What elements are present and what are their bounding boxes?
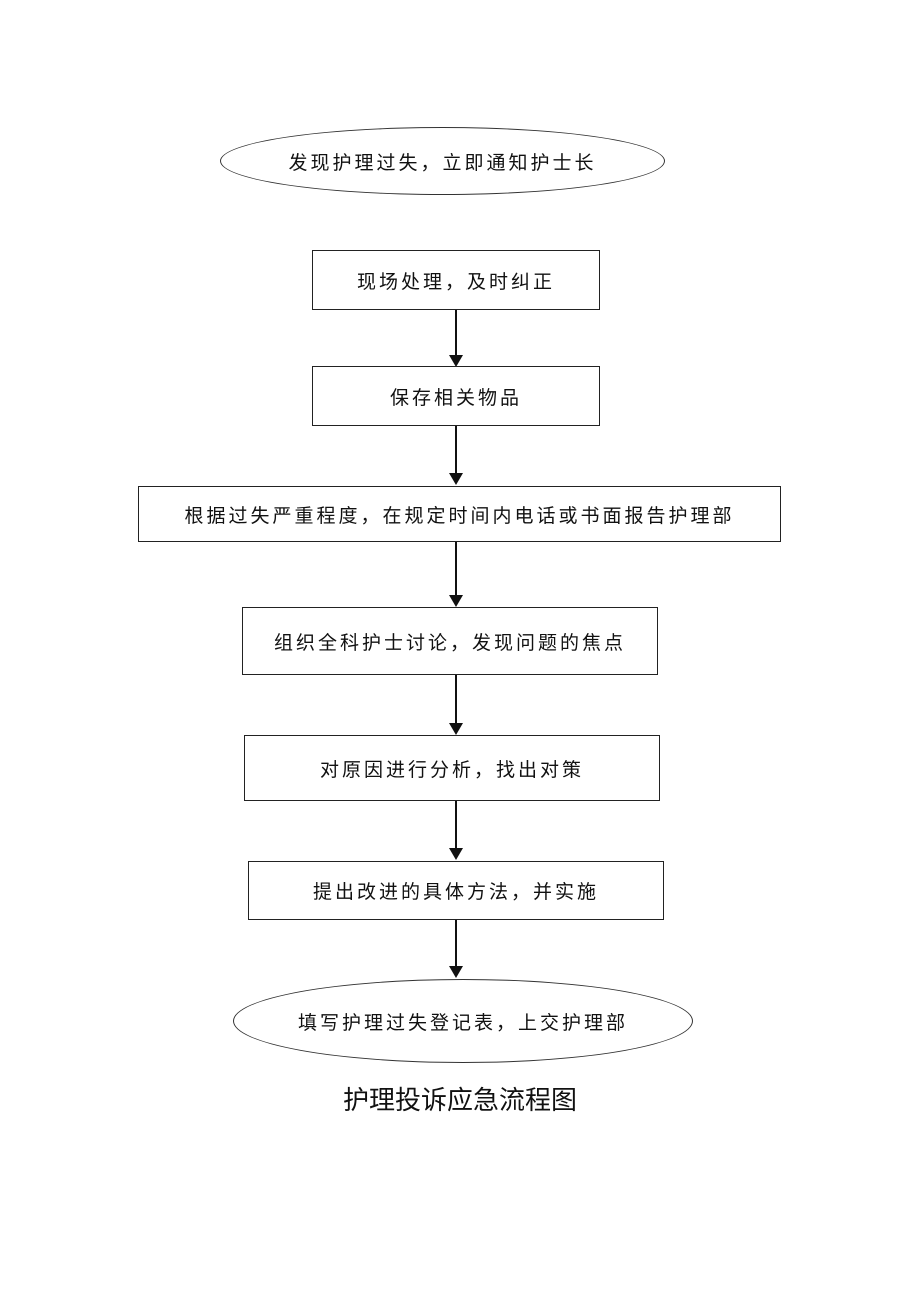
step-box-3: 根据过失严重程度，在规定时间内电话或书面报告护理部 [138,486,781,542]
step-box-5: 对原因进行分析，找出对策 [244,735,660,801]
step-box-4: 组织全科护士讨论，发现问题的焦点 [242,607,658,675]
arrow-1 [449,310,463,367]
step-label-2: 保存相关物品 [389,386,522,409]
step-label-4: 组织全科护士讨论，发现问题的焦点 [273,631,626,654]
step-box-2: 保存相关物品 [312,366,600,426]
arrow-3 [449,542,463,607]
end-label: 填写护理过失登记表，上交护理部 [297,1011,628,1034]
end-ellipse: 填写护理过失登记表，上交护理部 [233,979,693,1063]
step-box-1: 现场处理，及时纠正 [312,250,600,310]
step-label-5: 对原因进行分析，找出对策 [319,758,584,781]
arrow-6 [449,920,463,978]
step-label-3: 根据过失严重程度，在规定时间内电话或书面报告护理部 [184,504,735,527]
step-box-6: 提出改进的具体方法，并实施 [248,861,664,920]
arrow-2 [449,426,463,485]
chart-caption: 护理投诉应急流程图 [342,1086,577,1116]
start-label: 发现护理过失，立即通知护士长 [288,151,597,174]
arrow-4 [449,675,463,735]
arrow-5 [449,801,463,860]
start-ellipse: 发现护理过失，立即通知护士长 [220,127,665,195]
step-label-1: 现场处理，及时纠正 [356,270,555,293]
step-label-6: 提出改进的具体方法，并实施 [312,881,599,903]
